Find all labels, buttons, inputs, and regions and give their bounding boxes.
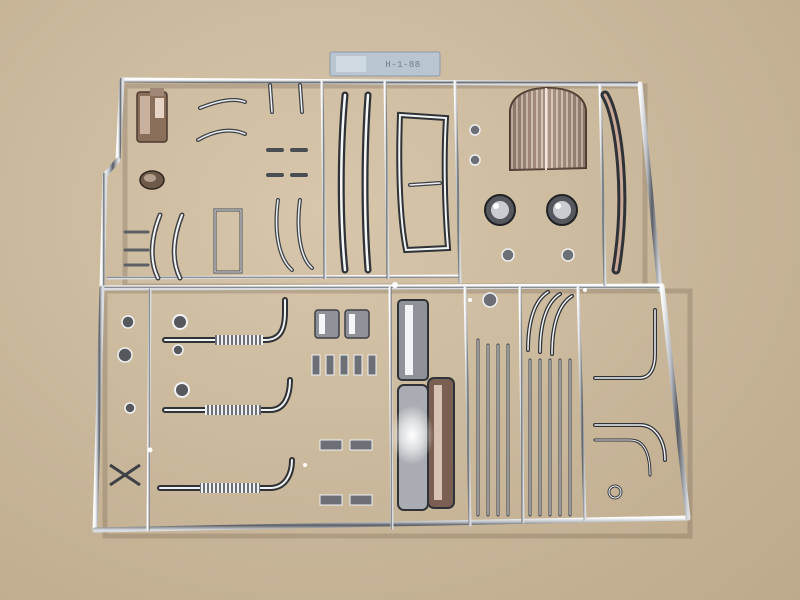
part-exhaust-pipes — [157, 297, 295, 491]
part-windshield-frame — [396, 111, 452, 254]
part-thin-rods — [476, 338, 572, 517]
part-radiator-grille — [509, 86, 587, 172]
part-tall-housing — [390, 299, 455, 511]
part-running-boards — [337, 91, 372, 274]
part-pipe-mounts — [172, 314, 190, 398]
part-curved-rods — [123, 98, 247, 281]
part-small-fittings — [311, 354, 377, 506]
part-valve-covers — [314, 309, 370, 339]
part-steering-knob — [482, 292, 498, 308]
lower-frame — [92, 283, 691, 533]
part-headlight-left — [484, 194, 516, 226]
part-curved-arms — [526, 290, 574, 356]
part-bent-brackets — [593, 308, 667, 477]
part-headlight-right — [546, 194, 578, 226]
chrome-highlights — [147, 282, 587, 467]
part-oval-badge — [139, 170, 165, 190]
sprue-tag — [329, 51, 441, 77]
part-bumper-bar — [600, 90, 627, 275]
part-small-frame — [213, 208, 243, 274]
upper-frame — [99, 77, 665, 293]
part-small-ring — [607, 484, 623, 500]
part-lower-left-bits — [109, 315, 141, 487]
part-bracket-block — [136, 88, 168, 143]
part-pipe-springs — [200, 335, 263, 493]
part-clips-col1 — [266, 83, 314, 272]
sprue-tag-text: H-1-88 — [385, 60, 421, 70]
part-small-knobs — [469, 124, 575, 262]
